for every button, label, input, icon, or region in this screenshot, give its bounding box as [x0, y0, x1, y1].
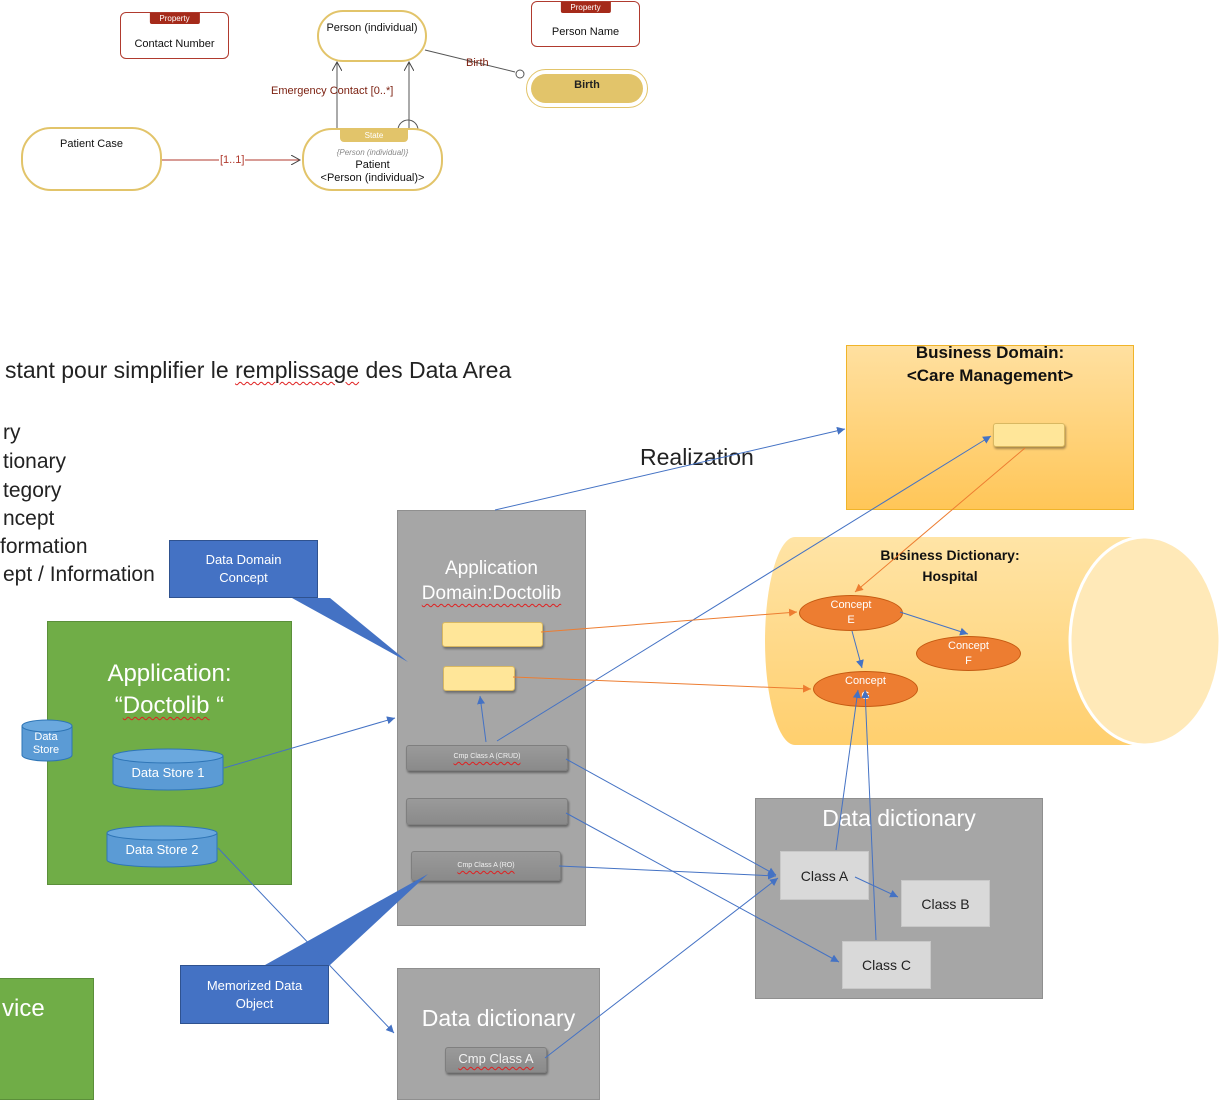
cmp-class-a-label: Cmp Class A	[458, 1051, 534, 1066]
cmp-class-crud[interactable]: Cmp Class A (CRUD)	[406, 745, 568, 771]
concept-f-letter: F	[965, 655, 972, 667]
birth-link-label: Birth	[466, 57, 489, 69]
data-dictionary-right-box[interactable]: Data dictionary Class A Class B Class C	[755, 798, 1043, 999]
person-name-label: Person Name	[551, 26, 620, 38]
business-domain-title-2: <Care Management>	[906, 366, 1074, 385]
memorized-data-object-pointer	[265, 874, 428, 965]
patient-type: <Person (individual)>	[320, 172, 425, 184]
data-domain-concept-pointer	[292, 598, 408, 662]
person-individual-label: Person (individual)	[326, 22, 418, 34]
class-a-box[interactable]: Class A	[780, 851, 869, 900]
data-domain-concept-label: Data Domain Concept	[205, 552, 282, 585]
data-store-2-label: Data Store 2	[125, 842, 199, 857]
top-diagram-connectors	[162, 49, 525, 200]
cut-text-line-3: tegory	[3, 479, 62, 502]
cut-text-line-4: ncept	[3, 507, 55, 530]
concept-e[interactable]: Concept E	[799, 595, 903, 631]
multiplicity-label: [1..1]	[219, 154, 246, 166]
concept-f-label: Concept	[948, 640, 989, 652]
concept-f[interactable]: Concept F	[916, 636, 1021, 671]
data-store-1-cylinder[interactable]	[112, 748, 224, 792]
class-a-label: Class A	[800, 867, 849, 884]
person-individual-node[interactable]: Person (individual)	[317, 10, 427, 62]
patient-case-label: Patient Case	[60, 138, 123, 150]
class-c-label: Class C	[861, 957, 911, 973]
cmp-class-ro[interactable]: Cmp Class A (RO)	[411, 851, 561, 881]
app-domain-element-2[interactable]	[443, 666, 515, 691]
property-tag: Property	[560, 2, 611, 13]
application-title-2: “Doctolib “	[114, 692, 225, 719]
contact-number-property[interactable]: Property Contact Number	[120, 12, 229, 59]
patient-state-node[interactable]: State {Person (individual)} Patient <Per…	[302, 128, 443, 191]
memorized-data-object-label: Memorized Data Object	[206, 977, 303, 1011]
cmp-class-blank[interactable]	[406, 798, 568, 825]
concept-e-label: Concept	[830, 599, 872, 611]
class-b-box[interactable]: Class B	[901, 880, 990, 927]
concept-g-label: Concept	[845, 675, 886, 687]
emergency-contact-label: Emergency Contact [0..*]	[271, 85, 394, 97]
state-tag: State	[340, 130, 408, 142]
app-domain-title-1: Application	[445, 558, 538, 579]
business-domain-element[interactable]	[993, 423, 1065, 447]
concept-g-letter: G	[861, 690, 870, 702]
cmp-class-a-button[interactable]: Cmp Class A	[445, 1047, 547, 1073]
cmp-class-crud-label: Cmp Class A (CRUD)	[453, 753, 521, 760]
service-box-partial[interactable]: vice	[0, 978, 94, 1100]
concept-e-letter: E	[847, 614, 855, 626]
contact-number-label: Contact Number	[134, 38, 215, 50]
data-store-1-label: Data Store 1	[131, 765, 205, 780]
app-domain-element-1[interactable]	[442, 622, 543, 647]
patient-name: Patient	[355, 159, 390, 171]
business-dictionary-title-1: Business Dictionary:	[880, 547, 1020, 563]
cut-text-line-5: formation	[0, 535, 88, 558]
birth-node[interactable]: Birth	[526, 69, 648, 108]
class-c-box[interactable]: Class C	[842, 941, 931, 989]
business-domain-box[interactable]: Business Domain: <Care Management>	[846, 343, 1134, 510]
application-title-1: Application:	[107, 660, 232, 687]
property-tag: Property	[149, 13, 200, 24]
person-name-property[interactable]: Property Person Name	[531, 1, 640, 47]
patient-case-node[interactable]: Patient Case	[21, 127, 162, 191]
service-label: vice	[2, 995, 45, 1022]
cut-title-line: stant pour simplifier le remplissage des…	[5, 357, 512, 383]
class-b-label: Class B	[921, 895, 970, 912]
cut-text-line-1: ry	[3, 421, 21, 444]
cut-text-line-6: ept / Information	[3, 563, 155, 586]
data-dictionary-bottom-title: Data dictionary	[421, 1005, 576, 1031]
data-store-small-cylinder[interactable]	[21, 719, 73, 763]
business-domain-title-1: Business Domain:	[915, 343, 1065, 362]
data-store-2-cylinder[interactable]	[106, 825, 218, 869]
data-dictionary-bottom-box[interactable]: Data dictionary Cmp Class A	[397, 968, 600, 1100]
patient-italic: {Person (individual)}	[336, 148, 409, 157]
business-dictionary-title-2: Hospital	[922, 568, 978, 584]
data-store-small-label: Data Store	[32, 731, 60, 756]
cut-text-line-2: tionary	[3, 450, 67, 473]
realization-label: Realization	[640, 444, 754, 470]
data-domain-concept-callout[interactable]: Data Domain Concept	[169, 540, 318, 598]
data-dictionary-right-title: Data dictionary	[822, 805, 976, 831]
birth-label: Birth	[531, 74, 643, 103]
concept-g[interactable]: Concept G	[813, 671, 918, 707]
cmp-class-ro-label: Cmp Class A (RO)	[457, 862, 515, 869]
app-domain-title-2: Domain:Doctolib	[421, 583, 562, 604]
memorized-data-object-callout[interactable]: Memorized Data Object	[180, 965, 329, 1024]
